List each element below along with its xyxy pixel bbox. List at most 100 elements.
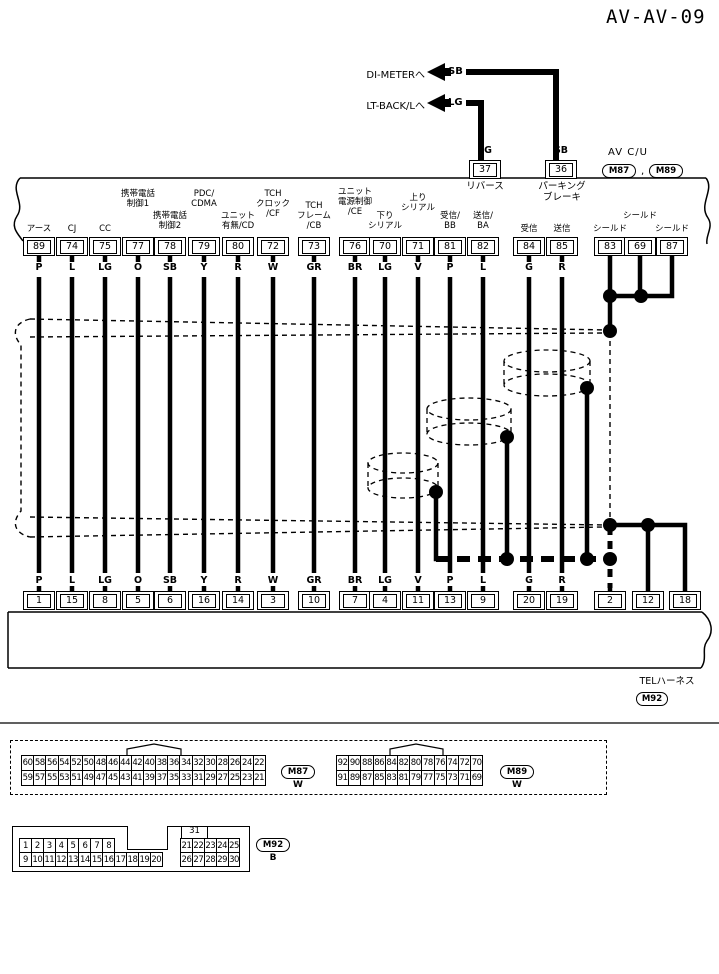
pin-number: 87 <box>660 239 684 254</box>
pin-number: 15 <box>60 593 84 608</box>
wire-pin-box: 1 <box>23 591 55 610</box>
wire-pin-box: 20 <box>513 591 545 610</box>
wire-color-code-bottom: G <box>525 575 533 586</box>
input-wire-color: LG <box>478 145 492 156</box>
pin-number: 36 <box>549 162 573 177</box>
wire-pin-box: 18 <box>669 591 701 610</box>
wire-color-code-bottom: O <box>133 575 143 586</box>
wire-function-label: ユニット有無/CD <box>193 211 283 231</box>
pin-number: 16 <box>192 593 216 608</box>
wire-function-label: 携帯電話制御1 <box>93 189 183 209</box>
diagram-strokes <box>0 63 719 755</box>
wire-function-label: 携帯電話制御2 <box>125 211 215 231</box>
arrow-wire-color: LG <box>448 97 463 108</box>
wire-color-code-bottom: GR <box>306 575 322 586</box>
wire-pin-box: 78 <box>154 237 186 256</box>
wire-function-label: ユニット電源制御/CE <box>310 187 400 217</box>
wire-function-label-line: 送信 <box>553 224 571 234</box>
pin-cell: 47 <box>94 770 108 786</box>
connector-ref-oval: M89 <box>649 164 683 178</box>
connector-color: W <box>293 780 303 790</box>
wire-pin-box: 83 <box>594 237 626 256</box>
connector-ref-oval: M87 <box>281 765 315 779</box>
wire-function-label: シールド <box>595 211 685 221</box>
pin-cell: 25 <box>228 770 242 786</box>
wire-function-label-line: 電源制御 <box>337 197 372 207</box>
wire-pin-box: 5 <box>122 591 154 610</box>
wire-function-label-line: /CB <box>306 221 322 231</box>
wire-pin-box: 79 <box>188 237 220 256</box>
wire-pin-box: 85 <box>546 237 578 256</box>
wire-color-code-bottom: Y <box>200 575 208 586</box>
wire-color-code-bottom: LG <box>98 575 112 586</box>
wire-function-label-line: TCH <box>305 201 323 211</box>
wire-pin-box: 82 <box>467 237 499 256</box>
pin-number: 72 <box>261 239 285 254</box>
pin-cell: 21 <box>252 770 266 786</box>
connector-ref-oval: M92 <box>256 838 290 852</box>
wire-pin-box: 72 <box>257 237 289 256</box>
wire-color-code-bottom: R <box>558 575 566 586</box>
wire-function-label: シールド <box>627 224 717 234</box>
arrow-destination-label: DI-METERへ <box>366 70 425 81</box>
wire-function-label-line: シールド <box>654 224 689 234</box>
pin-number: 8 <box>93 593 117 608</box>
wire-function-label: CJ <box>27 224 117 234</box>
pin-cell: 69 <box>470 770 484 786</box>
wire-function-label-line: クロック <box>255 199 290 209</box>
pin-cell: 57 <box>33 770 47 786</box>
wire-function-label-line: 受信/ <box>440 211 460 221</box>
wire-function-label-line: PDC/ <box>193 189 215 199</box>
wire-function-label-line: ユニット <box>337 187 372 197</box>
pin-number: 7 <box>343 593 367 608</box>
pin-number: 75 <box>93 239 117 254</box>
unit-name: AV C/U <box>608 147 648 158</box>
wire-pin-box: 9 <box>467 591 499 610</box>
pin-number: 79 <box>192 239 216 254</box>
pin-number: 3 <box>261 593 285 608</box>
wire-function-label: 受信/BB <box>405 211 495 231</box>
wire-pin-box: 70 <box>369 237 401 256</box>
wire-pin-box: 7 <box>339 591 371 610</box>
wire-pin-box: 12 <box>632 591 664 610</box>
wire-function-label-line: 送信/ <box>473 211 493 221</box>
wire-color-code-top: BR <box>347 262 363 273</box>
wire-function-label: 上りシリアル <box>373 193 463 213</box>
wire-color-code-bottom: SB <box>162 575 178 586</box>
pin-number: 4 <box>373 593 397 608</box>
connector-ref-oval: M87 <box>602 164 636 178</box>
connector-keying-notch <box>127 826 168 850</box>
wire-function-label-line: フレーム <box>297 211 331 221</box>
wire-color-code-top: LG <box>378 262 392 273</box>
pin-number: 80 <box>226 239 250 254</box>
wire-color-code-top: L <box>68 262 76 273</box>
wire-pin-box: 71 <box>402 237 434 256</box>
wire-pin-box: 87 <box>656 237 688 256</box>
pin-number: 9 <box>471 593 495 608</box>
connector-color: W <box>512 780 522 790</box>
pin-cell: 13 <box>66 852 80 867</box>
wire-pin-box: 73 <box>298 237 330 256</box>
wire-color-code-bottom: P <box>35 575 43 586</box>
wire-function-label-line: 制御1 <box>126 199 150 209</box>
pin-number: 85 <box>550 239 574 254</box>
wire-color-code-top: P <box>35 262 43 273</box>
wire-pin-box: 76 <box>339 237 371 256</box>
wire-color-code-bottom: BR <box>347 575 363 586</box>
wire-color-code-bottom: L <box>68 575 76 586</box>
pin-cell: 79 <box>409 770 423 786</box>
wire-color-code-top: L <box>479 262 487 273</box>
wire-pin-box: 81 <box>434 237 466 256</box>
wire-color-code-top: W <box>267 262 279 273</box>
pin-number: 10 <box>302 593 326 608</box>
wire-pin-box: 14 <box>222 591 254 610</box>
wire-color-code-bottom: L <box>479 575 487 586</box>
wire-color-code-bottom: W <box>267 575 279 586</box>
wire-function-label-line: CDMA <box>191 199 217 209</box>
pin-number: 69 <box>628 239 652 254</box>
wire-function-label-line: 制御2 <box>158 221 182 231</box>
